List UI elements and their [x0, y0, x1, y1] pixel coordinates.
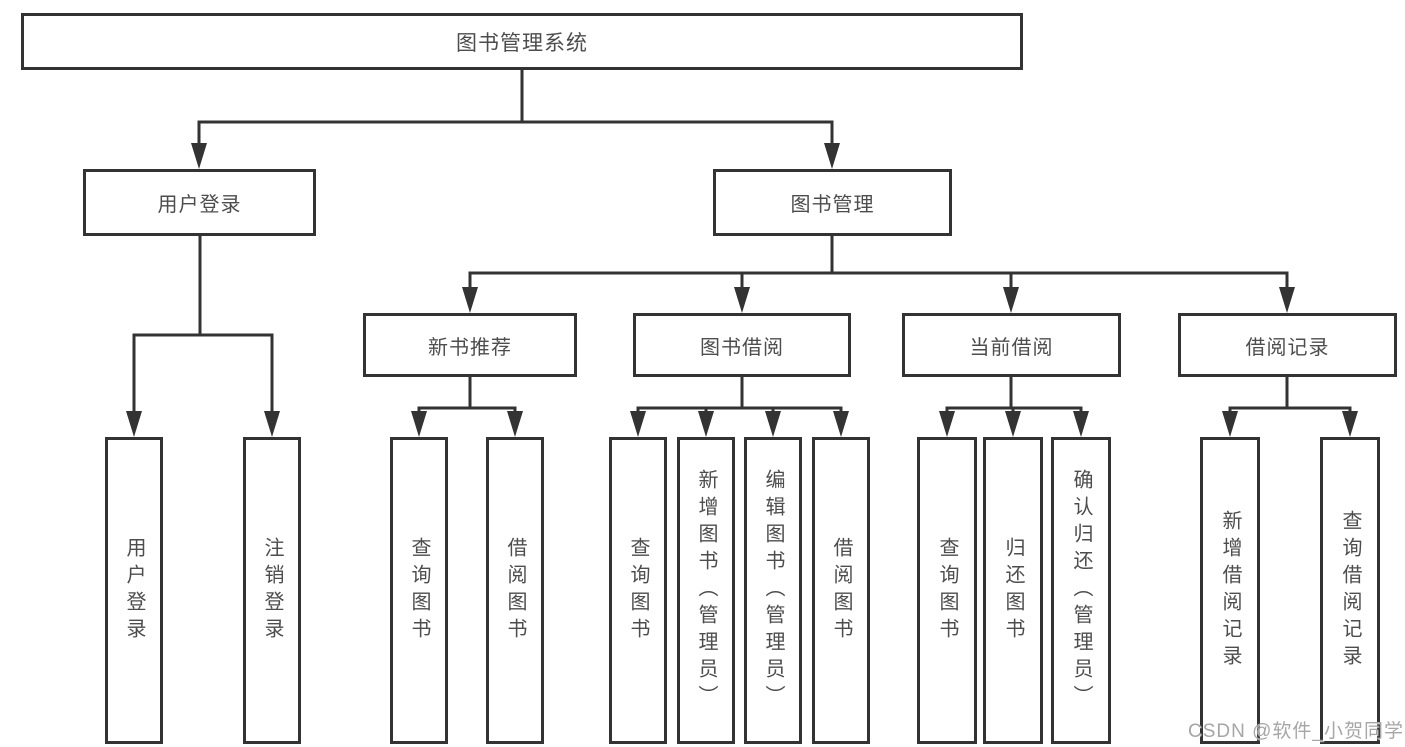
node-library-management-system: 图书管理系统: [21, 13, 1023, 70]
leaf-logout: 注销登录: [243, 437, 301, 744]
leaf-confirm-return-admin: 确认归还（管理员）: [1051, 437, 1111, 744]
leaf-add-books-admin: 新增图书（管理员）: [677, 437, 735, 744]
leaf-query-books-recommend: 查询图书: [390, 437, 448, 744]
leaf-return-books: 归还图书: [983, 437, 1043, 744]
leaf-query-books-current: 查询图书: [917, 437, 977, 744]
node-book-borrowing: 图书借阅: [633, 313, 851, 377]
csdn-watermark: CSDN @软件_小贺同学: [1188, 721, 1404, 742]
node-current-borrowing: 当前借阅: [902, 313, 1121, 377]
leaf-borrow-books-borrowing: 借阅图书: [812, 437, 870, 744]
node-user-login: 用户登录: [83, 169, 316, 236]
connector-arrowheads: [126, 143, 1358, 437]
leaf-edit-books-admin: 编辑图书（管理员）: [744, 437, 802, 744]
node-new-book-recommend: 新书推荐: [363, 313, 577, 377]
node-book-management: 图书管理: [713, 169, 952, 236]
leaf-user-login: 用户登录: [105, 437, 163, 744]
node-borrowing-records: 借阅记录: [1178, 313, 1397, 377]
leaf-add-borrow-record: 新增借阅记录: [1200, 437, 1260, 744]
leaf-query-borrow-record: 查询借阅记录: [1320, 437, 1380, 744]
leaf-query-books-borrowing: 查询图书: [609, 437, 667, 744]
leaf-borrow-books-recommend: 借阅图书: [486, 437, 544, 744]
